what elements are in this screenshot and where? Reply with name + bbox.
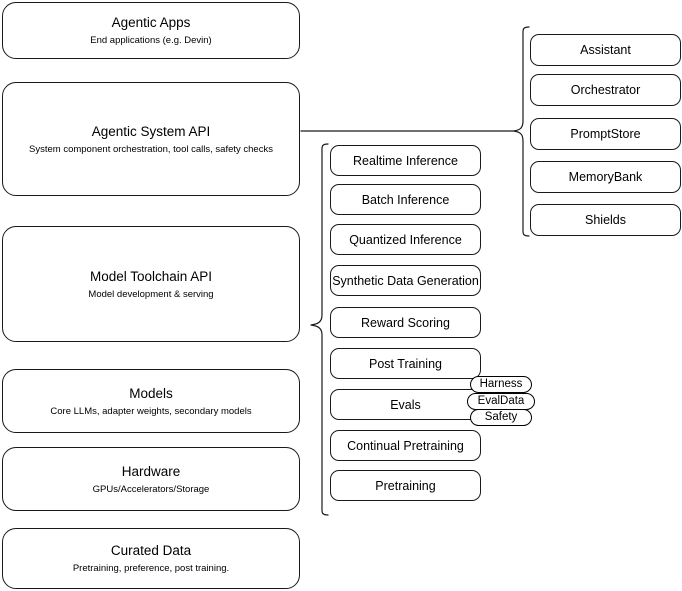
capability-label: Post Training	[369, 356, 442, 371]
component-box-orchestrator[interactable]: Orchestrator	[530, 74, 681, 106]
capability-box-synthetic-data-generation[interactable]: Synthetic Data Generation	[330, 265, 481, 296]
layer-box-model-toolchain-api[interactable]: Model Toolchain API Model development & …	[2, 226, 300, 342]
capability-label: Batch Inference	[361, 192, 450, 207]
capability-label: Reward Scoring	[361, 315, 450, 330]
eval-badge-safety[interactable]: Safety	[470, 409, 532, 426]
capability-label: Synthetic Data Generation	[332, 273, 479, 288]
capability-box-evals[interactable]: Evals	[330, 389, 481, 420]
eval-badge-label: Harness	[479, 378, 523, 390]
capability-label: Pretraining	[375, 478, 436, 493]
layer-title: Model Toolchain API	[89, 268, 213, 284]
layer-subtitle: GPUs/Accelerators/Storage	[92, 483, 210, 495]
layer-box-hardware[interactable]: Hardware GPUs/Accelerators/Storage	[2, 447, 300, 511]
component-label: MemoryBank	[568, 170, 643, 184]
layer-subtitle: System component orchestration, tool cal…	[29, 143, 273, 155]
component-box-promptstore[interactable]: PromptStore	[530, 118, 681, 150]
capability-box-continual-pretraining[interactable]: Continual Pretraining	[330, 430, 481, 461]
component-label: Assistant	[580, 43, 631, 57]
capability-label: Realtime Inference	[353, 153, 458, 168]
capability-box-batch-inference[interactable]: Batch Inference	[330, 184, 481, 215]
component-label: Shields	[585, 213, 626, 227]
layer-subtitle: Core LLMs, adapter weights, secondary mo…	[50, 405, 252, 417]
capability-label: Continual Pretraining	[347, 438, 464, 453]
eval-badge-label: EvalData	[477, 395, 525, 407]
component-label: PromptStore	[570, 127, 641, 141]
capability-box-quantized-inference[interactable]: Quantized Inference	[330, 224, 481, 255]
layer-subtitle: Pretraining, preference, post training.	[72, 563, 230, 574]
layer-title: Curated Data	[110, 543, 192, 558]
eval-badge-label: Safety	[484, 411, 518, 423]
layer-subtitle: End applications (e.g. Devin)	[90, 35, 212, 46]
eval-badge-evaldata[interactable]: EvalData	[467, 393, 535, 410]
layer-title: Agentic Apps	[111, 15, 191, 30]
layer-box-curated-data[interactable]: Curated Data Pretraining, preference, po…	[2, 528, 300, 589]
component-box-shields[interactable]: Shields	[530, 204, 681, 236]
layer-box-models[interactable]: Models Core LLMs, adapter weights, secon…	[2, 369, 300, 433]
layer-box-agentic-apps[interactable]: Agentic Apps End applications (e.g. Devi…	[2, 2, 300, 59]
layer-title: Agentic System API	[91, 123, 211, 139]
component-label: Orchestrator	[570, 83, 641, 97]
capability-label: Quantized Inference	[349, 232, 462, 247]
capability-label: Evals	[390, 397, 421, 412]
component-box-memorybank[interactable]: MemoryBank	[530, 161, 681, 193]
layer-subtitle: Model development & serving	[88, 288, 214, 300]
layer-title: Models	[129, 385, 173, 401]
capability-box-reward-scoring[interactable]: Reward Scoring	[330, 307, 481, 338]
layer-box-agentic-system-api[interactable]: Agentic System API System component orch…	[2, 82, 300, 196]
layer-title: Hardware	[121, 463, 181, 479]
connector-agentic-system-api	[300, 130, 517, 132]
capability-box-post-training[interactable]: Post Training	[330, 348, 481, 379]
capability-box-pretraining[interactable]: Pretraining	[330, 470, 481, 501]
brace-right-column	[513, 26, 530, 237]
component-box-assistant[interactable]: Assistant	[530, 34, 681, 66]
eval-badge-harness[interactable]: Harness	[470, 376, 532, 393]
capability-box-realtime-inference[interactable]: Realtime Inference	[330, 145, 481, 176]
brace-middle-column	[310, 143, 329, 516]
